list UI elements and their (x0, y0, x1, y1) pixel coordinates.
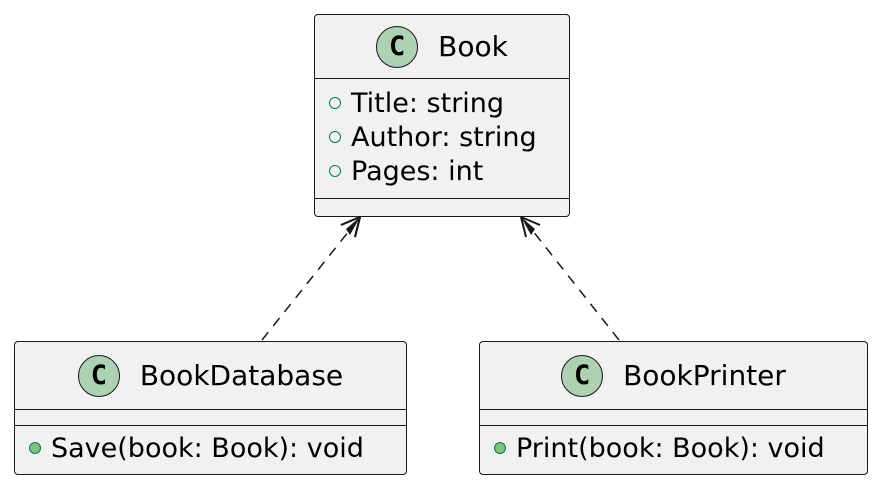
class-c-icon: C (376, 25, 419, 68)
dependency-bookdatabase-to-book (261, 215, 362, 341)
attribute-author: Author: string (315, 120, 569, 154)
dependency-arrowhead (346, 217, 360, 235)
public-field-icon (329, 97, 341, 109)
attributes-section (480, 410, 867, 426)
public-method-icon (494, 442, 506, 454)
class-name: BookPrinter (623, 359, 786, 392)
public-field-icon (329, 131, 341, 143)
attributes-section (15, 410, 406, 426)
attributes-section: Title: string Author: string Pages: int (315, 79, 569, 199)
class-c-icon: C (561, 354, 604, 397)
attribute-pages: Pages: int (315, 154, 569, 188)
method-print: Print(book: Book): void (480, 431, 867, 465)
attribute-text: Title: string (351, 87, 505, 119)
public-method-icon (29, 442, 41, 454)
class-header: C Book (315, 15, 569, 79)
method-text: Save(book: Book): void (51, 432, 364, 464)
attribute-text: Pages: int (351, 155, 484, 187)
method-text: Print(book: Book): void (516, 432, 825, 464)
class-name: BookDatabase (139, 359, 344, 392)
dependency-bookprinter-to-book (520, 216, 620, 341)
methods-section: Save(book: Book): void (15, 426, 406, 465)
class-c-icon: C (77, 354, 120, 397)
class-header: C BookDatabase (15, 342, 406, 410)
attribute-title: Title: string (315, 86, 569, 120)
class-bookdatabase[interactable]: C BookDatabase Save(book: Book): void (14, 341, 407, 475)
method-save: Save(book: Book): void (15, 431, 406, 465)
dependency-arrowhead (521, 217, 535, 235)
public-field-icon (329, 165, 341, 177)
methods-section: Print(book: Book): void (480, 426, 867, 465)
class-header: C BookPrinter (480, 342, 867, 410)
class-name: Book (438, 30, 508, 63)
attribute-text: Author: string (351, 121, 537, 153)
class-book[interactable]: C Book Title: string Author: string Page… (314, 14, 570, 217)
methods-section (315, 199, 569, 215)
class-bookprinter[interactable]: C BookPrinter Print(book: Book): void (479, 341, 868, 475)
